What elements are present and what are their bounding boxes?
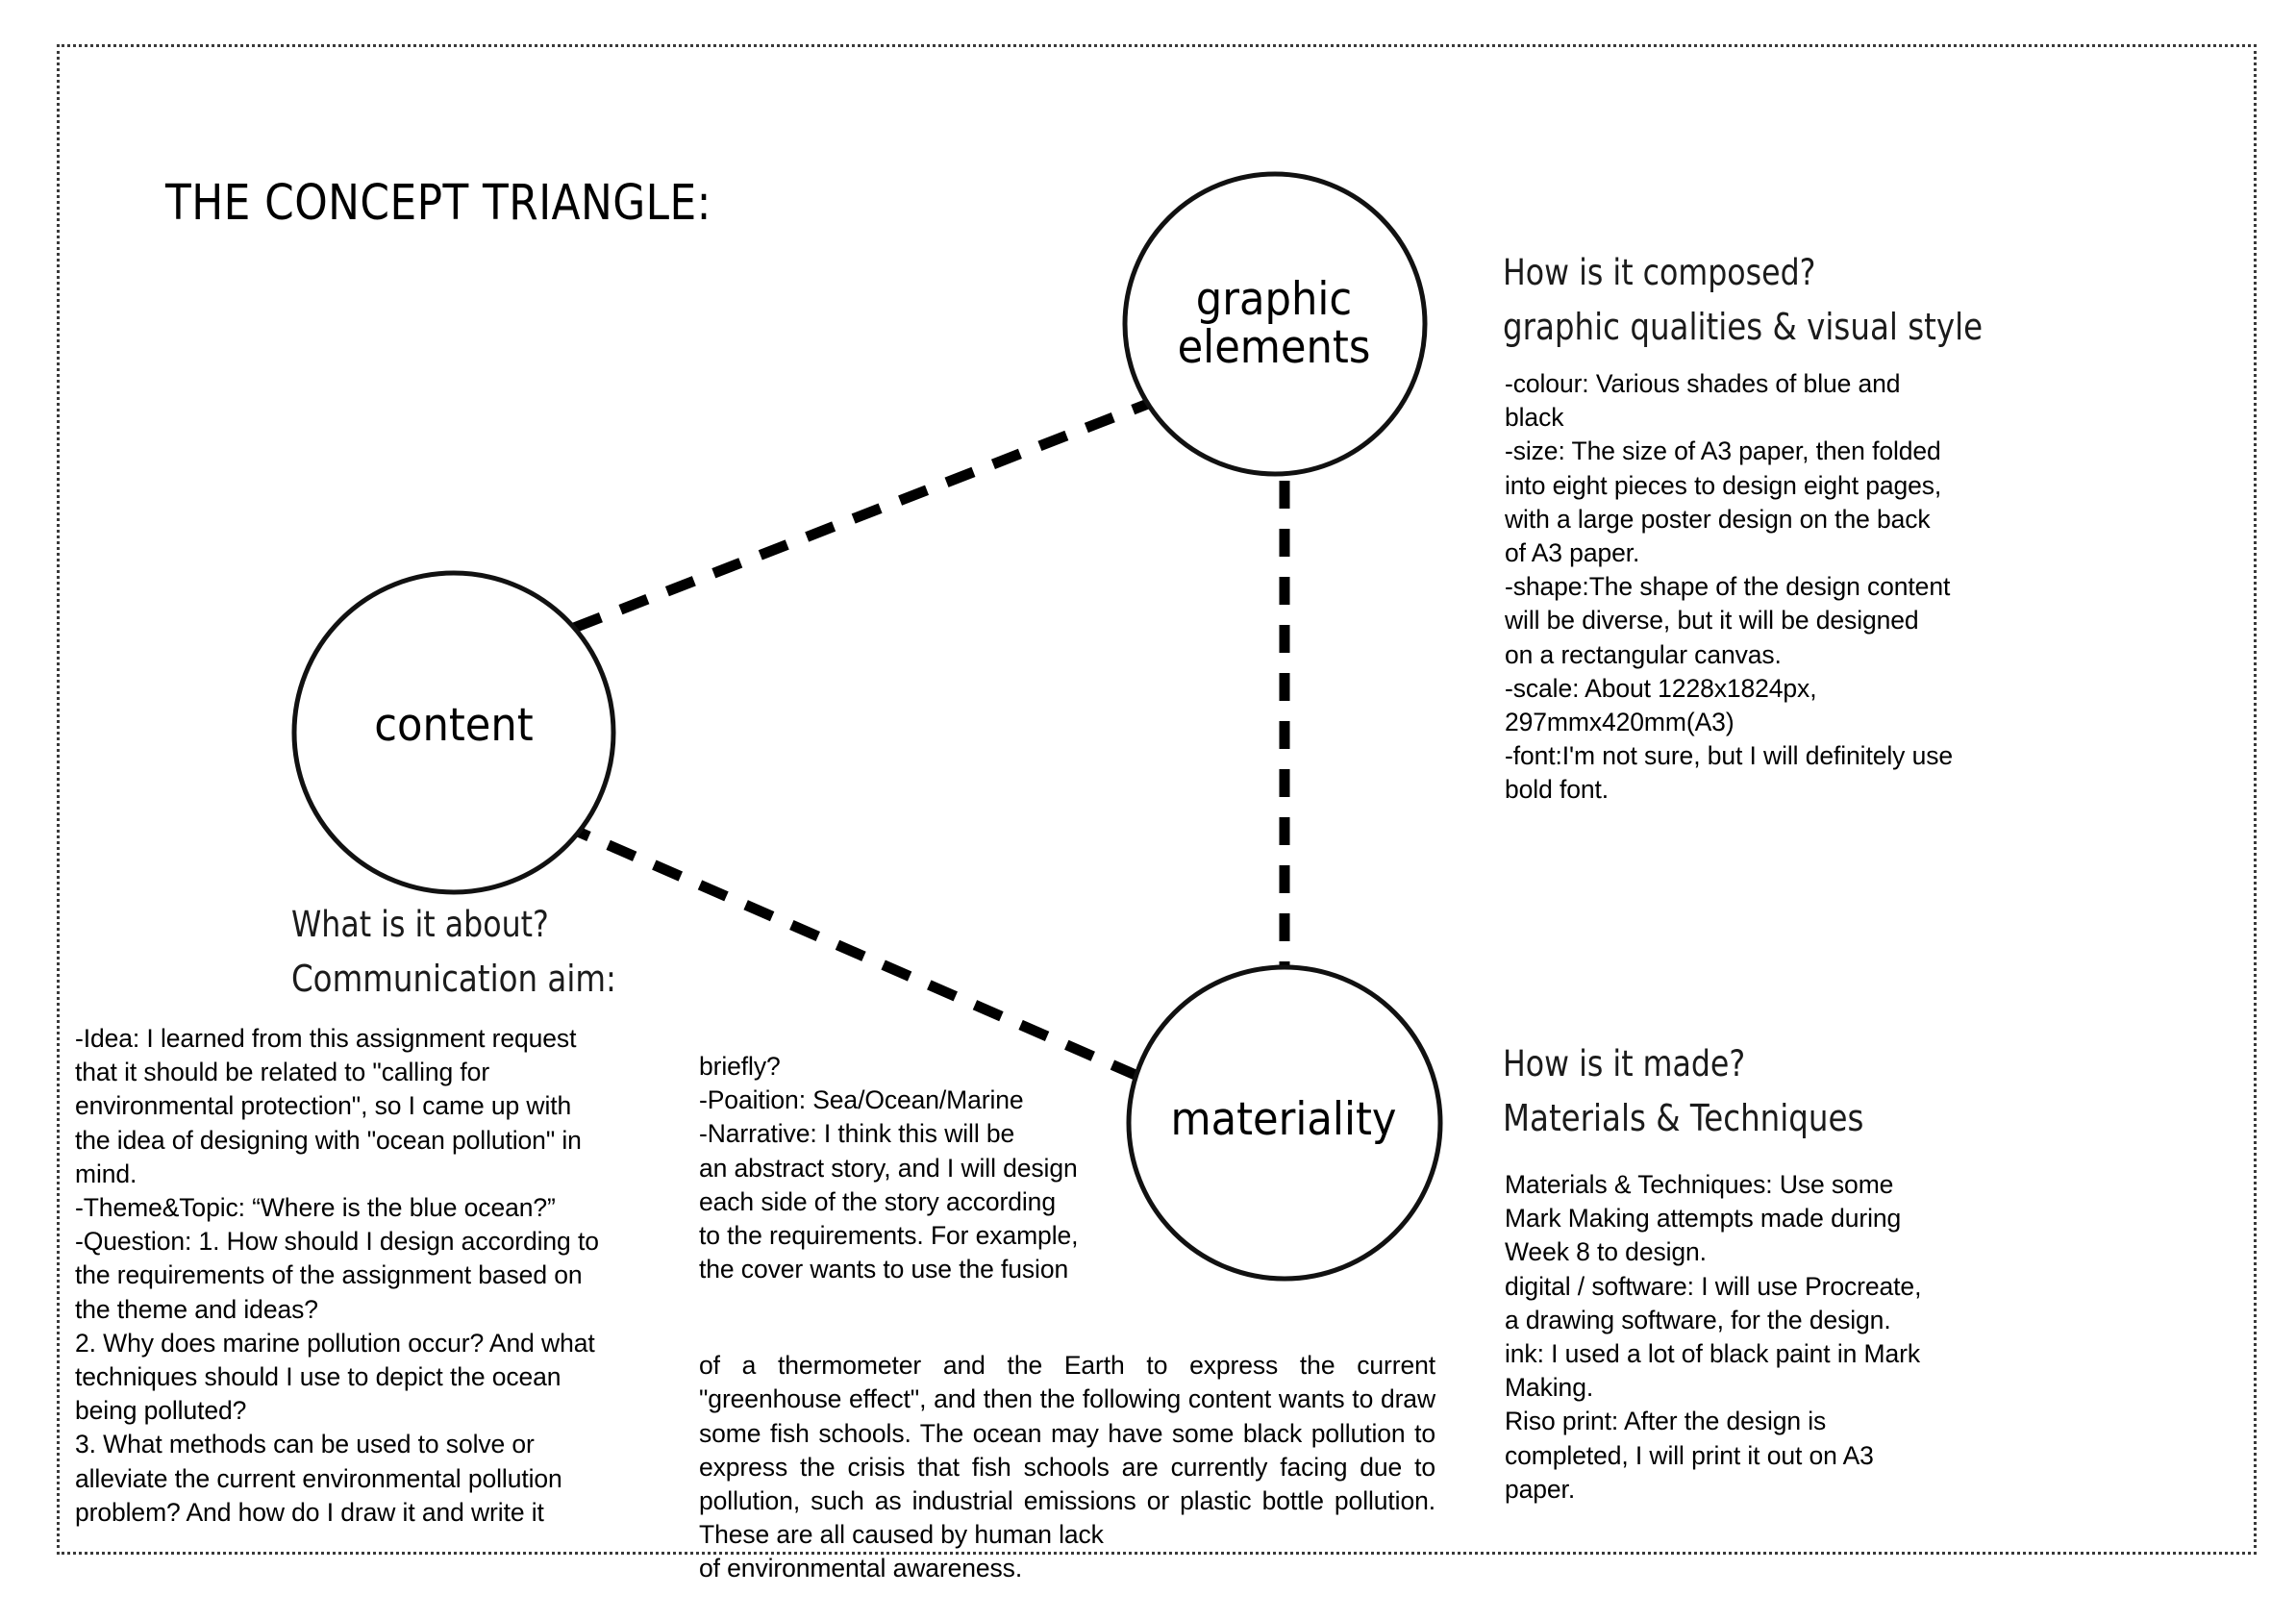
page-title: THE CONCEPT TRIANGLE: [165, 175, 711, 232]
body-about-middle: briefly? -Poaition: Sea/Ocean/Marine -Na… [699, 1052, 1079, 1284]
body-about-middle-justified-main: of a thermometer and the Earth to expres… [699, 1351, 1435, 1550]
node-label-materiality: materiality [1170, 1093, 1397, 1146]
heading-what-is-it-about: What is it about? [291, 904, 549, 945]
subheading-materials-techniques: Materials & Techniques [1503, 1097, 1864, 1139]
heading-how-is-it-made: How is it made? [1503, 1043, 1746, 1084]
body-about-middle-justified: of a thermometer and the Earth to expres… [699, 1315, 1435, 1620]
subheading-graphic-qualities: graphic qualities & visual style [1503, 306, 1984, 348]
node-label-content: content [374, 699, 534, 752]
body-about-middle-justified-last: of environmental awareness. [699, 1554, 1023, 1583]
subheading-communication-aim: Communication aim: [291, 958, 616, 1000]
body-about-left: -Idea: I learned from this assignment re… [75, 1024, 599, 1527]
heading-how-is-it-composed: How is it composed? [1503, 252, 1816, 293]
body-composed: -colour: Various shades of blue and blac… [1505, 369, 1953, 805]
page-border [57, 44, 2257, 1555]
node-label-graphic-elements: graphic elements [1177, 273, 1371, 374]
body-made: Materials & Techniques: Use some Mark Ma… [1505, 1170, 1922, 1504]
